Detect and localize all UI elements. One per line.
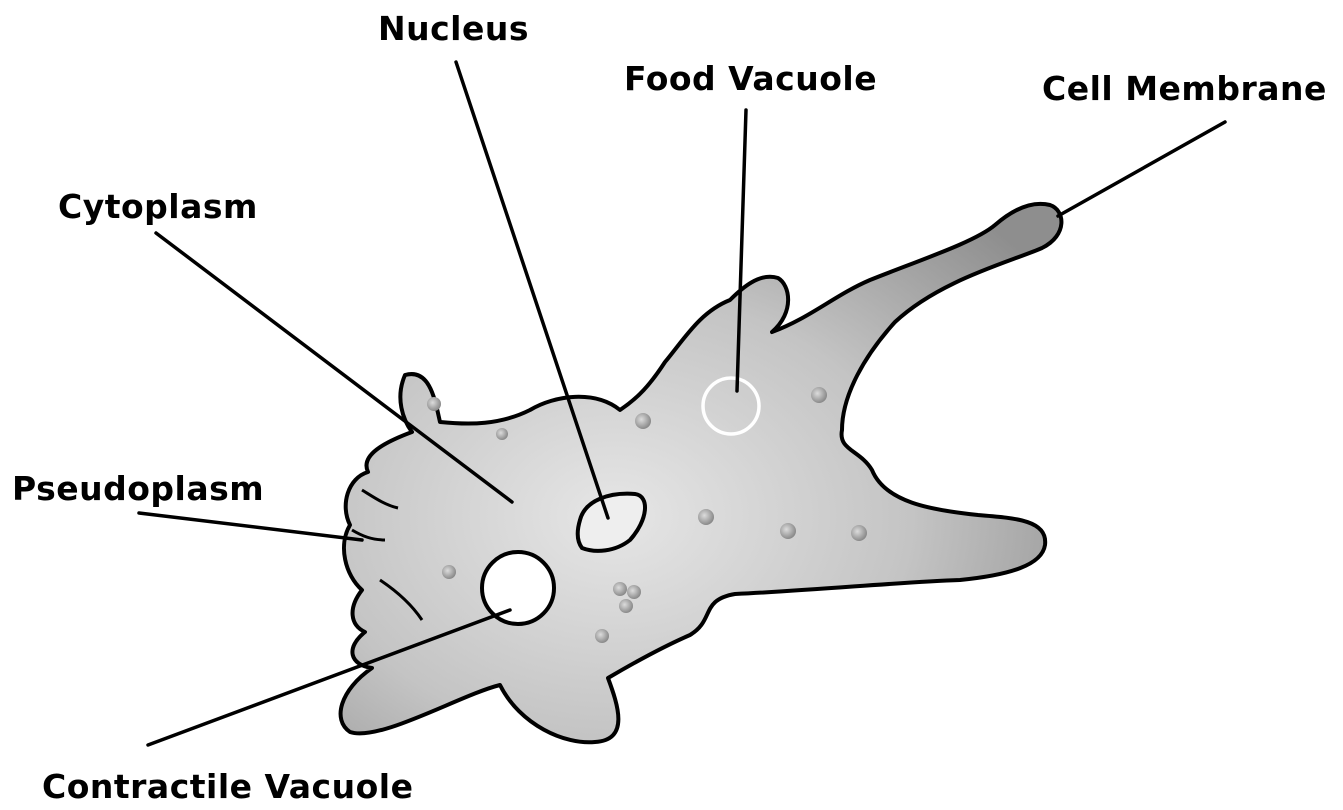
- cytoplasm-label: Cytoplasm: [58, 190, 258, 223]
- pseudoplasm-label: Pseudoplasm: [12, 472, 264, 505]
- amoeba-cell-body: [341, 204, 1062, 742]
- pseudoplasm-leader-line: [139, 513, 362, 540]
- cell-membrane-leader-line: [1058, 122, 1225, 216]
- contractile-vacuole-label: Contractile Vacuole: [42, 770, 413, 803]
- nucleus-label: Nucleus: [378, 12, 529, 45]
- cell-membrane-label: Cell Membrane: [1042, 72, 1327, 105]
- food-vacuole-label: Food Vacuole: [624, 62, 877, 95]
- contractile-vacuole: [482, 552, 554, 624]
- cytoplasm-leader-line: [156, 233, 512, 502]
